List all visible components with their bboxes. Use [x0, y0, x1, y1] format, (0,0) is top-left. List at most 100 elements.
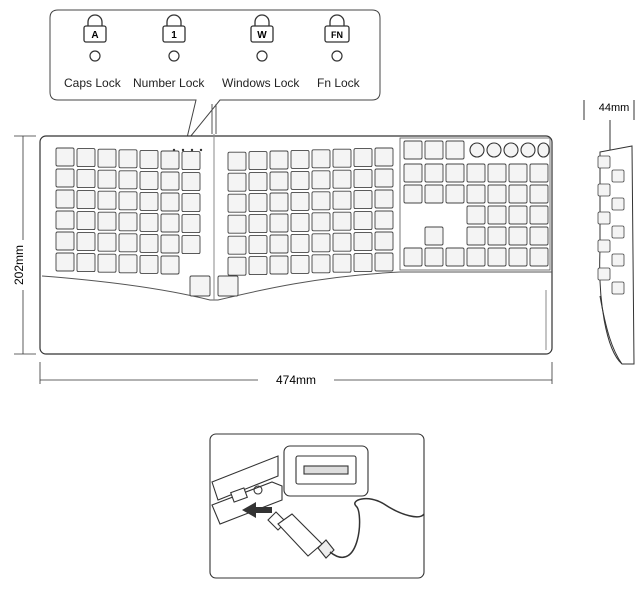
keycap	[139, 212, 159, 232]
keycap	[508, 184, 528, 204]
keycap	[181, 151, 201, 171]
keycap	[403, 140, 423, 160]
keycap	[181, 193, 201, 213]
keycap	[466, 163, 486, 183]
keycap	[269, 213, 289, 233]
keycap	[139, 149, 159, 169]
number-lock-led	[168, 50, 180, 62]
keycap	[353, 190, 373, 210]
keycap	[466, 247, 486, 267]
keycap	[76, 190, 96, 210]
keycap	[76, 211, 96, 231]
keycap	[332, 148, 352, 168]
keycap	[311, 191, 331, 211]
left-key-cluster	[55, 147, 211, 297]
keycap	[403, 184, 423, 204]
fn-lock-led	[331, 50, 343, 62]
keycap	[403, 163, 423, 183]
windows-lock-key: W	[257, 30, 267, 41]
keycap	[353, 232, 373, 252]
keycap	[227, 172, 247, 192]
fn-lock-label: Fn Lock	[317, 76, 360, 90]
keycap	[227, 193, 247, 213]
keycap	[139, 254, 159, 274]
keycap	[269, 171, 289, 191]
keycap	[374, 231, 394, 251]
keycap	[487, 226, 507, 246]
keycap	[290, 254, 310, 274]
keycap	[529, 163, 549, 183]
width-label: 474mm	[276, 373, 316, 387]
keycap	[160, 192, 180, 212]
keycap	[227, 256, 247, 276]
keycap	[118, 191, 138, 211]
indicator-callout	[49, 9, 381, 143]
keycap	[76, 253, 96, 273]
keycap	[487, 205, 507, 225]
keycap	[118, 254, 138, 274]
keycap	[508, 226, 528, 246]
keycap	[508, 205, 528, 225]
keycap	[97, 190, 117, 210]
keycap	[269, 150, 289, 170]
keycap	[508, 163, 528, 183]
keycap	[55, 252, 75, 272]
keycap	[311, 254, 331, 274]
keycap	[353, 148, 373, 168]
keycap	[445, 184, 465, 204]
keycap	[611, 281, 625, 295]
windows-lock-led	[256, 50, 268, 62]
usb-port-panel	[211, 445, 369, 525]
side-view	[583, 100, 635, 365]
keycap	[139, 170, 159, 190]
caps-lock-key: A	[91, 30, 98, 41]
caps-lock-led	[89, 50, 101, 62]
keycap	[181, 172, 201, 192]
keycap	[76, 232, 96, 252]
keycap	[445, 163, 465, 183]
windows-lock-icon	[250, 14, 274, 62]
keycap	[332, 169, 352, 189]
keycap	[445, 247, 465, 267]
keycap	[332, 211, 352, 231]
keycap	[611, 253, 625, 267]
keycap	[248, 193, 268, 213]
height-label: 202mm	[12, 245, 26, 285]
keycap	[597, 211, 611, 225]
keycap	[487, 163, 507, 183]
keycap	[374, 168, 394, 188]
keycap	[424, 140, 444, 160]
keycap	[290, 212, 310, 232]
keycap	[466, 184, 486, 204]
keycap	[139, 233, 159, 253]
keycap	[248, 172, 268, 192]
keycap	[424, 226, 444, 246]
keycap	[311, 233, 331, 253]
keycap	[466, 226, 486, 246]
keycap	[118, 149, 138, 169]
keycap	[189, 275, 211, 297]
caps-lock-icon	[83, 14, 107, 62]
keycap	[290, 149, 310, 169]
keycap	[269, 234, 289, 254]
keycap	[311, 170, 331, 190]
keycap	[97, 169, 117, 189]
keycap	[353, 169, 373, 189]
keycap	[97, 211, 117, 231]
keycap	[248, 256, 268, 276]
keycap	[529, 184, 549, 204]
keycap	[55, 168, 75, 188]
keycap	[248, 151, 268, 171]
keycap	[529, 226, 549, 246]
keycap	[118, 212, 138, 232]
keycap	[55, 231, 75, 251]
keycap	[611, 197, 625, 211]
usb-arrow-icon	[242, 502, 272, 518]
keycap	[487, 184, 507, 204]
number-lock-icon	[162, 14, 186, 62]
keycap	[311, 212, 331, 232]
keycap	[597, 267, 611, 281]
keycap	[55, 147, 75, 167]
keycap	[290, 170, 310, 190]
